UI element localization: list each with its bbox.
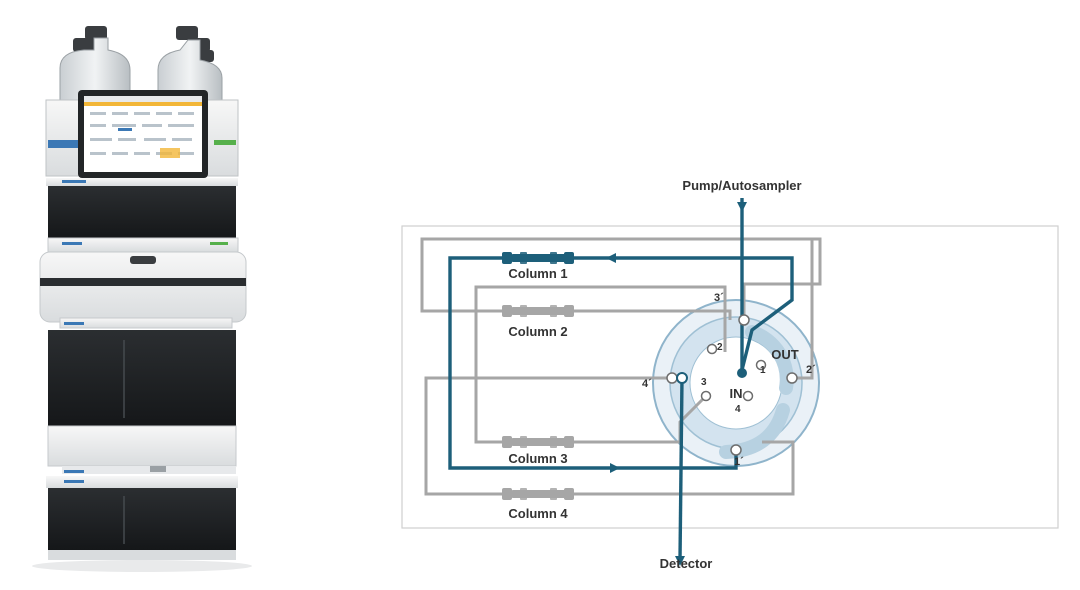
valve-in-label: IN <box>730 386 743 401</box>
column-4-cartridge <box>502 488 574 500</box>
outer-port-3-label: 3´ <box>714 292 724 304</box>
column-2-cartridge <box>502 305 574 317</box>
outer-port-2-label: 2´ <box>806 364 816 376</box>
outer-port-1-label: 1´ <box>734 456 744 468</box>
hplc-instrument-stack <box>32 26 252 572</box>
column-1-cartridge <box>502 252 574 264</box>
inner-port-3-label: 3 <box>701 377 707 388</box>
outer-port-4-label: 4´ <box>642 378 652 390</box>
valve-ports <box>666 314 798 456</box>
switching-valve <box>652 299 820 467</box>
valve-out-label: OUT <box>771 347 799 362</box>
inner-port-4-label: 4 <box>735 404 741 415</box>
inactive-flow-lines <box>420 237 822 496</box>
inner-port-2-label: 2 <box>717 342 723 353</box>
column-3-cartridge <box>502 436 574 448</box>
inner-port-1-label: 1 <box>760 365 766 376</box>
active-flow-line <box>448 198 794 561</box>
diagram-frame <box>401 225 1059 529</box>
detector-label: Detector <box>660 556 713 571</box>
column-switching-valve-diagram: Pump/Autosampler Detector Column 1 Colum… <box>401 178 1059 571</box>
pump-autosampler-label: Pump/Autosampler <box>682 178 801 193</box>
column-2-label: Column 2 <box>508 324 567 339</box>
column-1-label: Column 1 <box>508 266 567 281</box>
column-4-label: Column 4 <box>508 506 568 521</box>
instrument-touchscreen <box>78 90 208 178</box>
flow-arrows <box>606 202 747 566</box>
column-3-label: Column 3 <box>508 451 567 466</box>
solvent-bottles <box>59 26 223 105</box>
